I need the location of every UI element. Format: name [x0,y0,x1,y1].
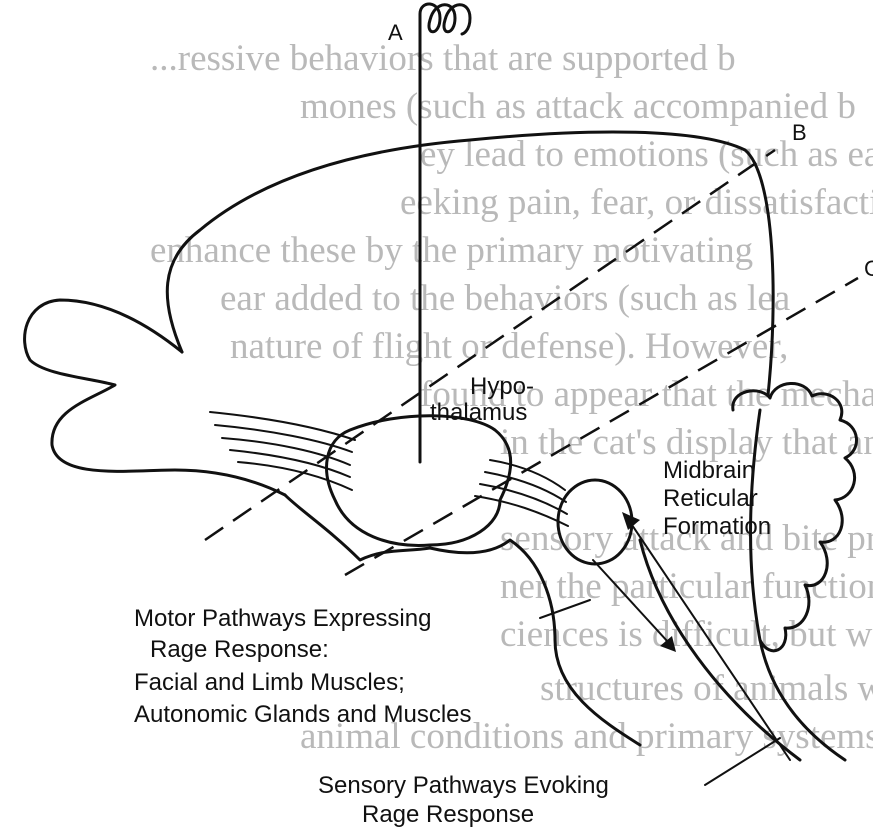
motor-label-line2: Rage Response: [150,636,329,663]
background-text-line: mones (such as attack accompanied b [300,86,856,127]
background-text-line: nature of flight or defense). However, [230,326,788,367]
label-c: C [864,256,873,281]
motor-label-line4: Autonomic Glands and Muscles [134,701,472,728]
background-text-line: ner the particular functions of these [500,566,873,607]
fiber-line [238,462,352,490]
sensory-label-line2: Rage Response [362,801,534,828]
hypothalamus-label-line2: thalamus [430,399,527,426]
label-b: B [792,120,807,145]
midbrain-fibers [475,460,568,526]
background-text-line: eeking pain, fear, or dissatisfaction). [400,182,873,223]
motor-label-line1: Motor Pathways Expressing [134,605,431,632]
motor-label-line3: Facial and Limb Muscles; [134,669,405,696]
background-text-line: structures of animals within an [540,668,873,709]
midbrain-label-line2: Reticular [663,485,758,512]
midbrain-label-line3: Formation [663,513,771,540]
label-a: A [388,20,403,45]
midbrain-label-line1: Midbrain [663,457,755,484]
background-text-line: ...ressive behaviors that are supported … [150,38,736,79]
hypothalamus-label-line1: Hypo- [470,373,534,400]
background-text-line: ear added to the behaviors (such as lea [220,278,790,319]
sensory-label-line1: Sensory Pathways Evoking [318,772,609,799]
background-text-line: enhance these by the primary motivating [150,230,753,271]
